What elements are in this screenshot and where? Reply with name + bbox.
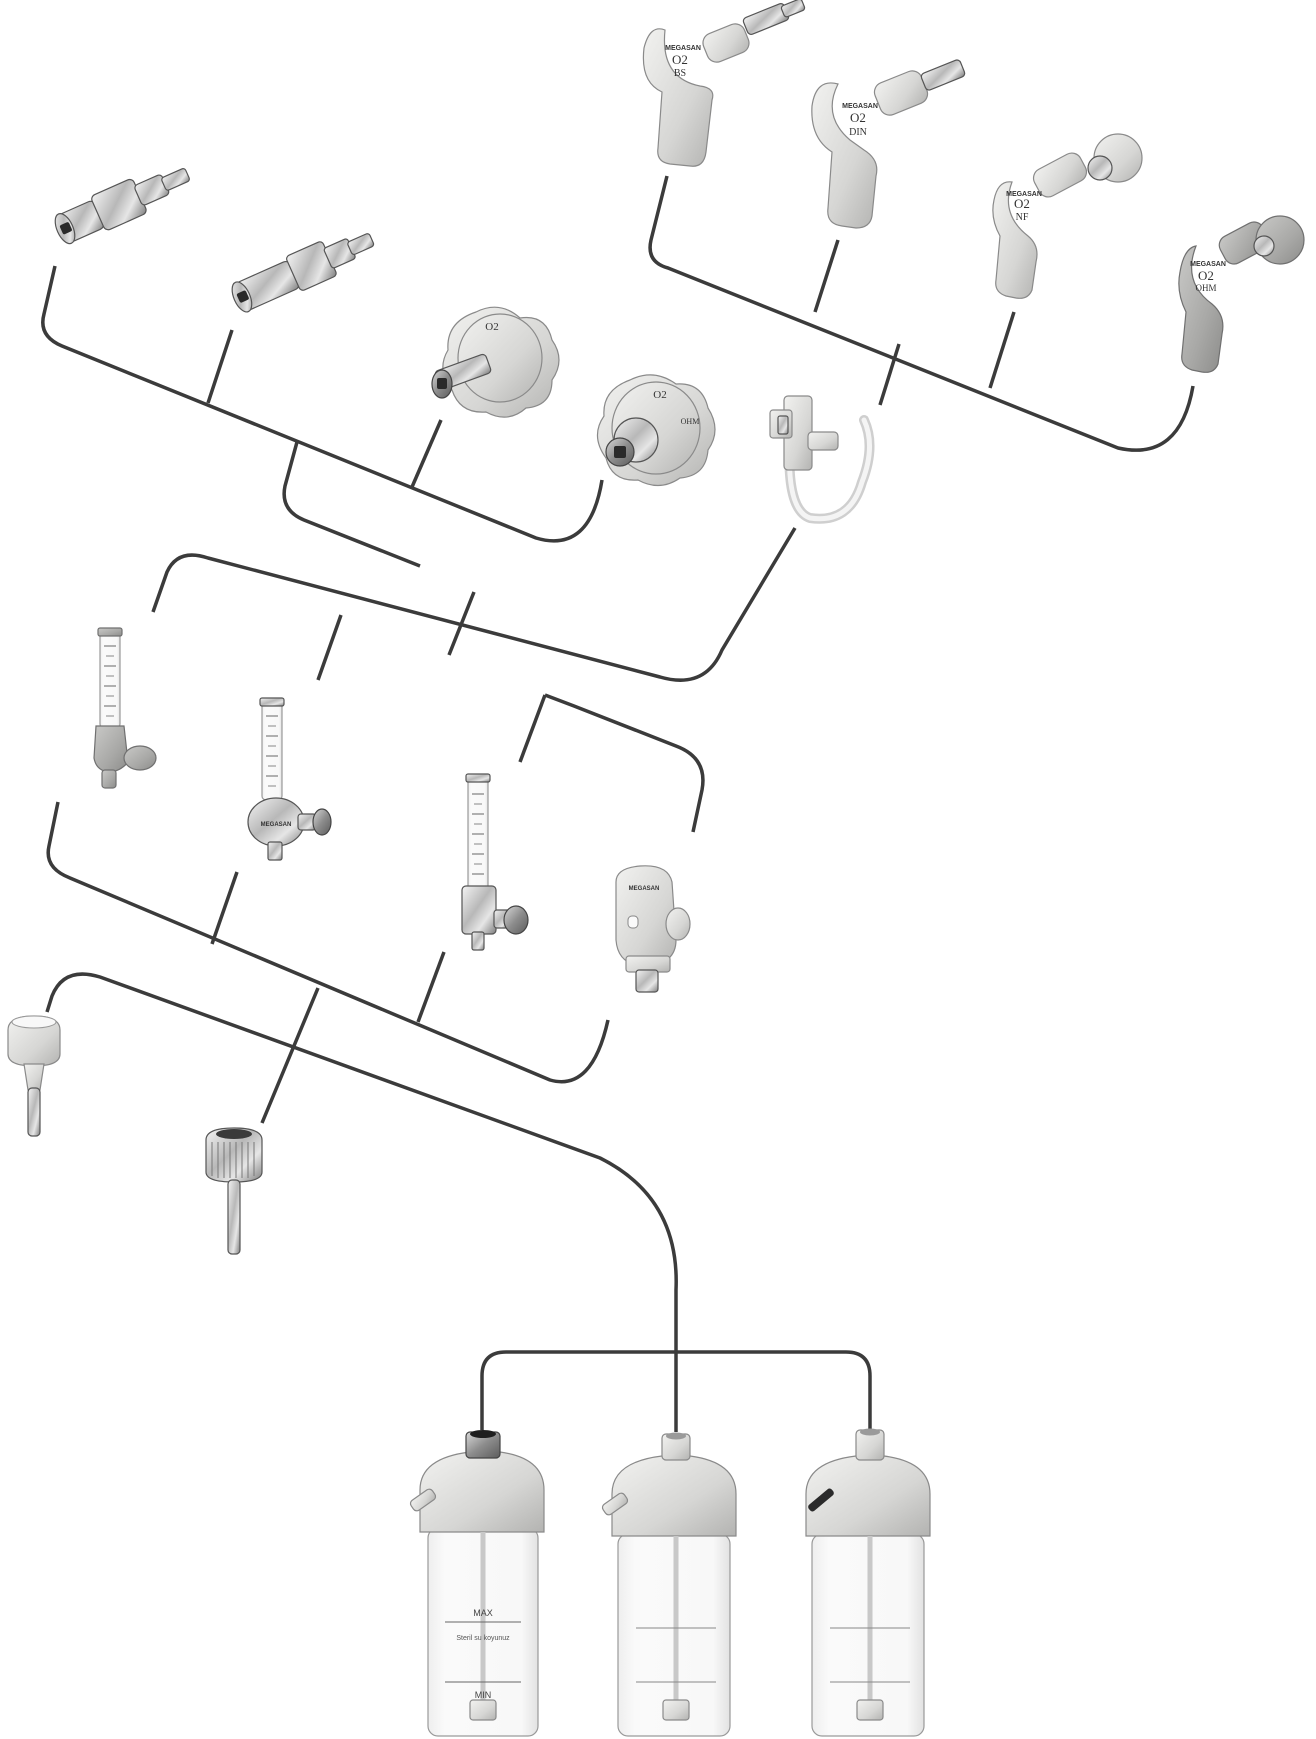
wall-adapter-1: O2: [431, 306, 560, 418]
branch-flowmeter-2: [210, 871, 239, 945]
rail-clamp-hose: [769, 395, 875, 524]
branch-din: [813, 239, 840, 313]
fill-note: Steril su koyunuz: [456, 1635, 510, 1642]
gas-label: O2: [850, 110, 866, 125]
brand-label: MEGASAN: [261, 822, 292, 828]
bracket-nuts: [45, 972, 678, 1432]
min-label: MIN: [475, 1690, 492, 1700]
humidifier-metal-nut: MAX Steril su koyunuz MIN: [409, 1430, 545, 1737]
gas-label: O2: [653, 389, 666, 401]
gas-label: O2: [1014, 196, 1030, 211]
bracket-flowmeter-top: [151, 527, 797, 682]
brand-label: MEGASAN: [1190, 261, 1226, 268]
flowmeter-scale: [472, 793, 484, 875]
bracket-humidifiers: [480, 1350, 872, 1430]
branch-main-right: [878, 343, 901, 406]
bracket-lower: [46, 801, 610, 1084]
connector-lines: [41, 175, 1195, 1432]
standard-label: NF: [1016, 212, 1029, 223]
branch-probe-2: [206, 329, 234, 404]
branch-flowmeter-1: [316, 614, 343, 681]
humidifier-plastic-nut: [601, 1432, 737, 1737]
branch-nut-2: [260, 987, 320, 1124]
flowmeter-plastic: [93, 627, 157, 789]
gas-label: O2: [1198, 268, 1214, 283]
probe-bs: [54, 168, 190, 245]
standard-label: DIN: [849, 127, 867, 138]
branch-flowmeter-3b: [416, 951, 446, 1023]
flowmeter-metal-block: [461, 773, 529, 951]
bracket-flowmeter-mid: [544, 693, 705, 833]
standard-label: BS: [674, 68, 686, 79]
standard-label: OHM: [681, 417, 700, 426]
max-label: MAX: [473, 1608, 493, 1618]
bracket-adapters: [282, 441, 421, 568]
gas-label: O2: [485, 321, 498, 333]
brand-label: MEGASAN: [629, 886, 660, 892]
outlet-ohm: MEGASAN O2 OHM: [1178, 215, 1305, 373]
bracket-probes: [41, 265, 604, 543]
bracket-outlets: [648, 175, 1195, 452]
brand-label: MEGASAN: [1006, 191, 1042, 198]
knurl-lines: [211, 1142, 255, 1178]
nut-connector-plastic: [7, 1015, 61, 1137]
standard-label: OHM: [1195, 283, 1216, 293]
wall-adapter-2: O2 OHM: [596, 374, 716, 487]
probe-din: [231, 233, 375, 313]
humidifier-with-tube: [805, 1428, 931, 1737]
outlet-bs: MEGASAN O2 BS: [642, 0, 806, 167]
brand-label: MEGASAN: [842, 103, 878, 110]
regulator-plastic: MEGASAN: [615, 865, 691, 993]
branch-adapter-1: [410, 419, 443, 488]
branch-nf: [988, 311, 1016, 389]
outlet-nf: MEGASAN O2 NF: [992, 133, 1143, 299]
nut-connector-metal: [205, 1127, 263, 1255]
outlet-din: MEGASAN O2 DIN: [811, 59, 966, 229]
gas-label: O2: [672, 52, 688, 67]
branch-flowmeter-3: [518, 694, 547, 763]
brand-label: MEGASAN: [665, 45, 701, 52]
branch-center: [447, 591, 476, 656]
flowmeter-metal: MEGASAN: [247, 697, 332, 861]
flowmeter-scale: [266, 715, 278, 787]
flowmeter-scale: [104, 645, 116, 717]
